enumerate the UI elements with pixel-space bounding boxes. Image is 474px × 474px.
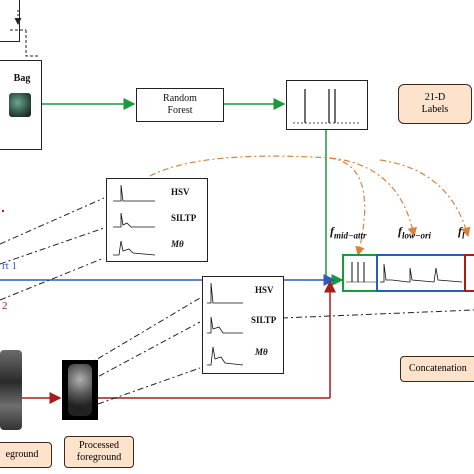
concatenation-box: Concatenation <box>400 356 474 382</box>
concatenation-label: Concatenation <box>409 363 467 374</box>
feature-mid-symbol: f <box>330 224 334 238</box>
red-dot-marker <box>2 210 4 212</box>
hist1-siltp-label: SILTP <box>171 213 197 223</box>
part1-label: rt 1 <box>2 260 17 272</box>
foreground-label-box: eground <box>0 442 52 468</box>
processed-person-silhouette <box>68 364 92 416</box>
forest-output-box <box>286 80 368 130</box>
histogram-1-plots <box>113 184 156 256</box>
processed-foreground-box: Processed foreground <box>64 436 134 468</box>
hist1-m-label: Mθ <box>171 239 184 249</box>
feature-mid-attr-label: fmid−attr <box>330 224 366 240</box>
histogram-box-1: HSV SILTP Mθ <box>106 178 208 262</box>
hist2-m-label: Mθ <box>255 347 268 357</box>
feature-low-symbol: f <box>398 224 402 238</box>
histogram-2-plots <box>207 282 244 366</box>
feature-third-label: fl <box>458 224 465 240</box>
bag-image-box: Bag <box>0 60 42 150</box>
part2-label: 2 <box>2 300 8 312</box>
orange-arc-mid <box>149 155 366 257</box>
concat-blue-segment <box>376 254 468 292</box>
feature-third-sub: l <box>462 230 465 241</box>
processed-person-image <box>62 360 98 420</box>
bag-image <box>9 93 31 117</box>
green-segment-bars <box>346 262 376 283</box>
concat-red-segment <box>464 254 474 292</box>
foreground-person-image <box>0 350 22 430</box>
feature-mid-sub: mid−attr <box>334 230 367 241</box>
top-corner-box <box>0 0 20 42</box>
feature-low-sub: low−ori <box>402 230 431 241</box>
output-bars <box>293 89 361 124</box>
random-forest-label: Random Forest <box>163 93 197 116</box>
feature-third-symbol: f <box>458 224 462 238</box>
feature-low-ori-label: flow−ori <box>398 224 431 240</box>
blue-segment-plots <box>380 263 463 283</box>
foreground-label: eground <box>5 449 39 460</box>
random-forest-box: Random Forest <box>136 88 224 122</box>
bag-label: Bag <box>13 73 31 84</box>
hist1-hsv-label: HSV <box>171 187 190 197</box>
hist2-siltp-label: SILTP <box>251 315 277 325</box>
histogram-box-2: HSV SILTP Mθ <box>202 276 284 374</box>
processed-label-line2: foreground <box>76 452 122 463</box>
hist2-hsv-label: HSV <box>255 285 274 295</box>
labels-21d-box: 21-D Labels <box>398 84 472 124</box>
labels-21d-text: 21-D Labels <box>421 92 449 115</box>
processed-label-line1: Processed <box>79 440 119 451</box>
concat-green-segment <box>342 254 380 292</box>
